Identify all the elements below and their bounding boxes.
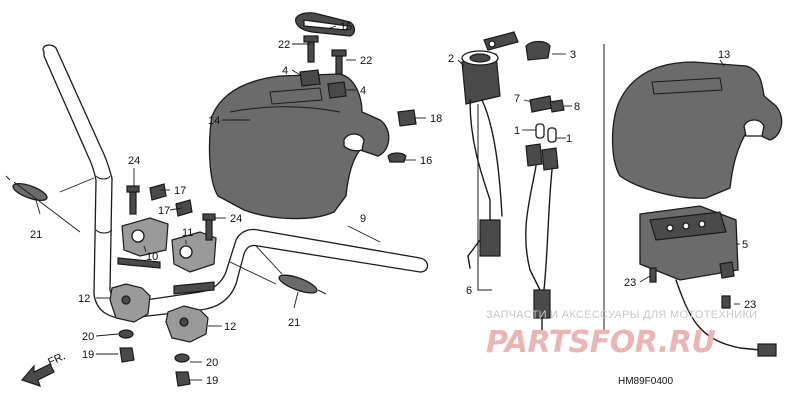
- callout-20-right: 20: [206, 357, 218, 369]
- callout-18: 18: [430, 113, 442, 125]
- callout-12-left: 12: [78, 293, 90, 305]
- upper-holder-part: [109, 283, 209, 343]
- cap-parts: [525, 40, 565, 113]
- callout-13: 13: [718, 49, 730, 61]
- callout-15: 15: [340, 21, 352, 33]
- meter-assembly-part: [639, 205, 777, 357]
- callout-2: 2: [448, 53, 454, 65]
- front-direction-arrow: [20, 363, 55, 387]
- callout-3: 3: [570, 49, 576, 61]
- callout-22-right: 22: [360, 55, 372, 67]
- front-direction-label: FR.: [46, 350, 67, 368]
- callout-4-right: 4: [360, 85, 366, 97]
- rubber-part: [295, 12, 356, 37]
- callout-10: 10: [146, 251, 158, 263]
- leader-lines: [13, 25, 740, 381]
- diagram-code: HM89F0400: [618, 376, 673, 387]
- callout-17-lower: 17: [158, 205, 170, 217]
- callout-1-left: 1: [514, 125, 520, 137]
- callout-labels: 15 22 22 4 4 14 18 16 24 17 17 24 9 11 1…: [30, 21, 756, 387]
- callout-24-upper: 24: [128, 155, 140, 167]
- callout-20-left: 20: [82, 331, 94, 343]
- callout-23-left: 23: [624, 277, 636, 289]
- fastener-parts: [118, 35, 347, 387]
- callout-14: 14: [208, 115, 220, 127]
- callout-8: 8: [574, 101, 580, 113]
- callout-19-left: 19: [82, 349, 94, 361]
- callout-23-right: 23: [744, 299, 756, 311]
- ignition-switch-part: [461, 31, 519, 269]
- callout-19-right: 19: [206, 375, 218, 387]
- lower-holder-part: [121, 217, 217, 273]
- meter-visor-part: [611, 61, 783, 199]
- callout-17-upper: 17: [174, 185, 186, 197]
- grommet-parts: [299, 69, 417, 163]
- callout-9: 9: [360, 213, 366, 225]
- watermark-caption: ЗАПЧАСТИ И АКСЕССУАРЫ ДЛЯ МОТОТЕХНИКИ: [486, 309, 757, 321]
- callout-11: 11: [182, 227, 193, 239]
- callout-24-lower: 24: [230, 213, 242, 225]
- bulb-socket-parts: [525, 123, 559, 333]
- callout-21-right: 21: [288, 317, 300, 329]
- watermark-logo: PARTSFOR.RU: [486, 325, 715, 360]
- callout-5: 5: [742, 239, 748, 251]
- handlebar-part: [42, 44, 429, 319]
- handlebar-cover-part: [208, 73, 390, 220]
- callout-12-right: 12: [224, 321, 236, 333]
- callout-16: 16: [420, 155, 432, 167]
- callout-7: 7: [514, 93, 520, 105]
- callout-6: 6: [466, 285, 472, 297]
- callout-22-left: 22: [278, 39, 290, 51]
- callout-21-left: 21: [30, 229, 42, 241]
- callout-4-left: 4: [282, 65, 288, 77]
- callout-1-right: 1: [566, 133, 572, 145]
